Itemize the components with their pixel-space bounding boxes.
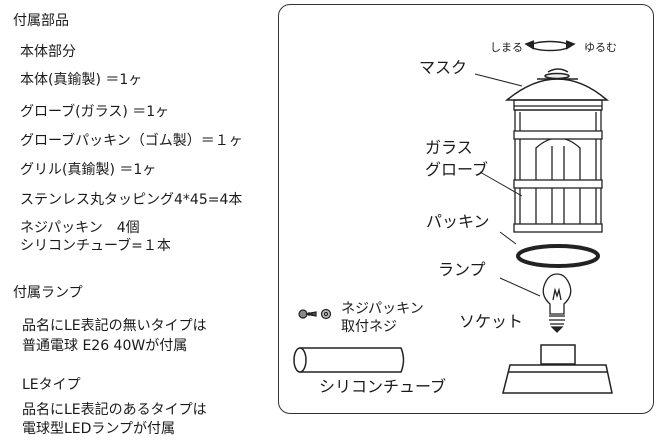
open-label: ゆるむ [584,41,617,54]
glass-label-line1: ガラス [425,138,473,157]
packing-leader [499,231,517,245]
light-bulb-icon [542,273,572,333]
mask-icon [504,68,610,101]
close-label: しまる [490,41,523,54]
part-item-screw-packing: ネジパッキン 4個 [20,220,140,236]
socket-label: ソケット [459,312,524,331]
note-le-line1: 品名にLE表記のあるタイプは [22,402,207,418]
glass-globe-icon [513,99,603,233]
silicone-tube-icon [293,347,405,373]
mask-leader [474,73,523,87]
part-item-globe: グローブ(ガラス) ＝1ヶ [20,104,170,120]
mount-screw-label: 取付ネジ [341,319,397,335]
rotation-arrow-icon [524,40,576,52]
part-item-tapping-screw: ステンレス丸タッピング4*45=4本 [20,192,243,208]
part-item-body: 本体(真鍮製) ＝1ヶ [20,72,143,88]
lamp-leader [499,277,541,297]
screw-icon [298,308,332,320]
note-le-line2: 電球型LEDランプが付属 [22,421,176,437]
diagram-panel [278,4,654,414]
part-item-silicone-tube: シリコンチューブ=１本 [20,238,171,254]
body-section-label: 本体部分 [20,44,76,60]
lamp-section-heading: 付属ランプ [13,285,83,301]
mask-label: マスク [419,58,468,77]
packing-label: パッキン [426,212,490,231]
screw-packing-label: ネジパッキン [341,301,424,317]
socket-base-icon [502,344,613,394]
part-item-grill: グリル(真鍮製) ＝1ヶ [20,162,157,178]
silicone-tube-label: シリコンチューブ [319,377,447,396]
note-no-le-line2: 普通電球 E26 40Wが付属 [22,338,188,354]
parts-heading: 付属部品 [13,13,69,29]
note-no-le-line1: 品名にLE表記の無いタイプは [22,318,207,334]
packing-ring-icon [516,244,600,268]
lamp-label: ランプ [438,260,486,279]
le-type-heading: LEタイプ [22,377,81,393]
part-item-globe-packing: グローブパッキン（ゴム製）＝１ヶ [20,133,243,149]
glass-label-line2: グローブ [425,160,489,179]
